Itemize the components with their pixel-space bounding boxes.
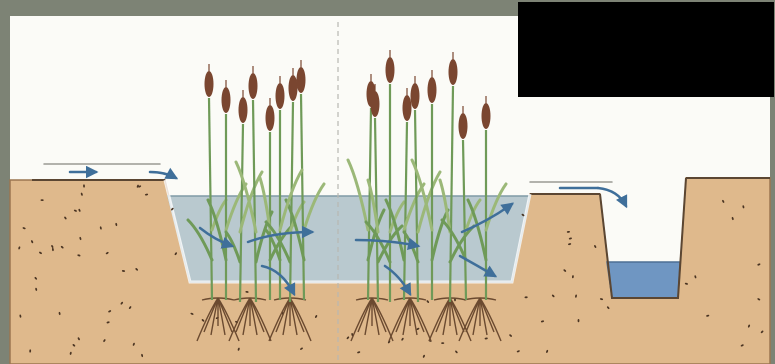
cattail-head: [403, 95, 412, 121]
cattail-head: [482, 103, 491, 129]
cattail-head: [371, 91, 380, 117]
cattail-head: [411, 83, 420, 109]
cattail-head: [428, 77, 437, 103]
cattail-head: [205, 71, 214, 97]
cattail-head: [459, 113, 468, 139]
cattail-head: [249, 73, 258, 99]
cattail-head: [297, 67, 306, 93]
cattail-head: [449, 59, 458, 85]
collection-trench-water: [607, 262, 680, 298]
cattail-head: [266, 105, 275, 131]
cattail-head: [222, 87, 231, 113]
cattail-head: [276, 83, 285, 109]
cattail-head: [386, 57, 395, 83]
redaction-box: [518, 2, 774, 97]
soil-speckle: [578, 319, 580, 322]
cattail-head: [239, 97, 248, 123]
cattail-head: [289, 75, 298, 101]
